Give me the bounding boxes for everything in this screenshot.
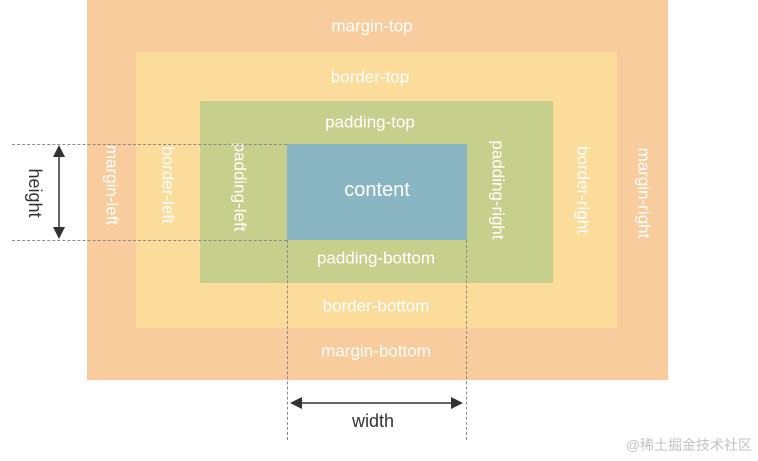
width-label: width	[351, 411, 395, 431]
width-arrow	[290, 397, 463, 409]
border-left-label: border-left	[158, 146, 178, 224]
padding-right-label: padding-right	[488, 140, 508, 240]
width-guide-left	[287, 240, 288, 440]
margin-left-label: margin-left	[102, 144, 122, 226]
width-guide-right	[466, 240, 467, 440]
height-arrow	[53, 145, 65, 239]
content-label: content	[344, 179, 410, 201]
margin-right-label: margin-right	[634, 147, 654, 239]
padding-top-label: padding-top	[325, 112, 415, 132]
padding-bottom-label: padding-bottom	[316, 248, 436, 268]
margin-top-label: margin-top	[331, 16, 413, 36]
content-box	[287, 144, 467, 240]
margin-bottom-label: margin-bottom	[321, 341, 431, 361]
padding-left-label: padding-left	[230, 142, 250, 232]
watermark: @稀土掘金技术社区	[625, 437, 752, 453]
border-bottom-label: border-bottom	[322, 296, 430, 316]
border-top-label: border-top	[330, 67, 410, 87]
height-guide-bottom	[12, 240, 287, 241]
height-guide-top	[12, 144, 287, 145]
border-right-label: border-right	[573, 146, 593, 234]
height-label: height	[25, 168, 45, 218]
